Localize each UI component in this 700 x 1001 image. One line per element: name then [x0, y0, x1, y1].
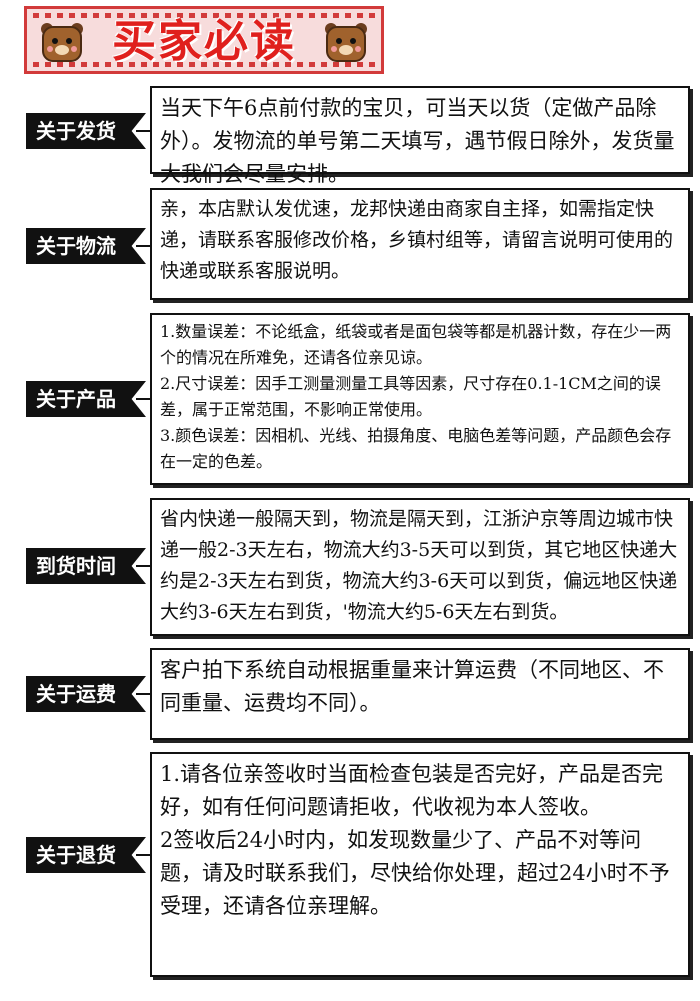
section-text: 1.数量误差：不论纸盒，纸袋或者是面包袋等都是机器计数，存在少一两个的情况在所难… — [160, 322, 672, 367]
connector-line — [136, 130, 152, 132]
section-product: 关于产品 1.数量误差：不论纸盒，纸袋或者是面包袋等都是机器计数，存在少一两个的… — [0, 313, 700, 488]
section-label-delivery-time: 到货时间 — [26, 548, 146, 584]
section-box-shipping-fee: 客户拍下系统自动根据重量来计算运费（不同地区、不同重量、运费均不同）。 — [150, 648, 690, 740]
section-box-delivery-time: 省内快递一般隔天到，物流是隔天到，江浙沪京等周边城市快递一般2-3天左右，物流大… — [150, 498, 690, 636]
section-text: 2.尺寸误差：因手工测量测量工具等因素，尺寸存在0.1-1CM之间的误差，属于正… — [160, 374, 661, 419]
section-label-shipping-fee: 关于运费 — [26, 676, 146, 712]
section-text: 当天下午6点前付款的宝贝，可当天以货（定做产品除外）。发物流的单号第二天填写，遇… — [160, 96, 675, 186]
section-text: 2签收后24小时内，如发现数量少了、产品不对等问题，请及时联系我们，尽快给你处理… — [160, 828, 670, 918]
section-box-product: 1.数量误差：不论纸盒，纸袋或者是面包袋等都是机器计数，存在少一两个的情况在所难… — [150, 313, 690, 485]
section-text: 3.颜色误差：因相机、光线、拍摄角度、电脑色差等问题，产品颜色会存在一定的色差。 — [160, 426, 672, 471]
section-label-product: 关于产品 — [26, 381, 146, 417]
header-banner: 买家必读 — [24, 6, 384, 74]
section-label-shipping: 关于发货 — [26, 113, 146, 149]
section-delivery-time: 到货时间 省内快递一般隔天到，物流是隔天到，江浙沪京等周边城市快递一般2-3天左… — [0, 498, 700, 640]
section-returns: 关于退货 1.请各位亲签收时当面检查包装是否完好，产品是否完好，如有任何问题请拒… — [0, 752, 700, 982]
section-text: 客户拍下系统自动根据重量来计算运费（不同地区、不同重量、运费均不同）。 — [160, 658, 664, 715]
connector-line — [136, 398, 152, 400]
section-box-shipping: 当天下午6点前付款的宝贝，可当天以货（定做产品除外）。发物流的单号第二天填写，遇… — [150, 86, 690, 186]
section-logistics: 关于物流 亲，本店默认发优速，龙邦快递由商家自主择，如需指定快递，请联系客服修改… — [0, 188, 700, 303]
section-label-logistics: 关于物流 — [26, 228, 146, 264]
section-shipping-fee: 关于运费 客户拍下系统自动根据重量来计算运费（不同地区、不同重量、运费均不同）。 — [0, 648, 700, 743]
bear-mascot-icon — [325, 23, 367, 62]
section-text: 省内快递一般隔天到，物流是隔天到，江浙沪京等周边城市快递一般2-3天左右，物流大… — [160, 508, 678, 623]
connector-line — [136, 854, 152, 856]
bear-mascot-icon — [41, 23, 83, 62]
section-box-logistics: 亲，本店默认发优速，龙邦快递由商家自主择，如需指定快递，请联系客服修改价格，乡镇… — [150, 188, 690, 300]
connector-line — [136, 565, 152, 567]
section-text: 1.请各位亲签收时当面检查包装是否完好，产品是否完好，如有任何问题请拒收，代收视… — [160, 762, 664, 819]
section-shipping: 关于发货 当天下午6点前付款的宝贝，可当天以货（定做产品除外）。发物流的单号第二… — [0, 86, 700, 186]
page-title: 买家必读 — [112, 16, 296, 67]
connector-line — [136, 245, 152, 247]
section-box-returns: 1.请各位亲签收时当面检查包装是否完好，产品是否完好，如有任何问题请拒收，代收视… — [150, 752, 690, 977]
section-label-returns: 关于退货 — [26, 837, 146, 873]
section-text: 亲，本店默认发优速，龙邦快递由商家自主择，如需指定快递，请联系客服修改价格，乡镇… — [160, 198, 674, 282]
connector-line — [136, 693, 152, 695]
